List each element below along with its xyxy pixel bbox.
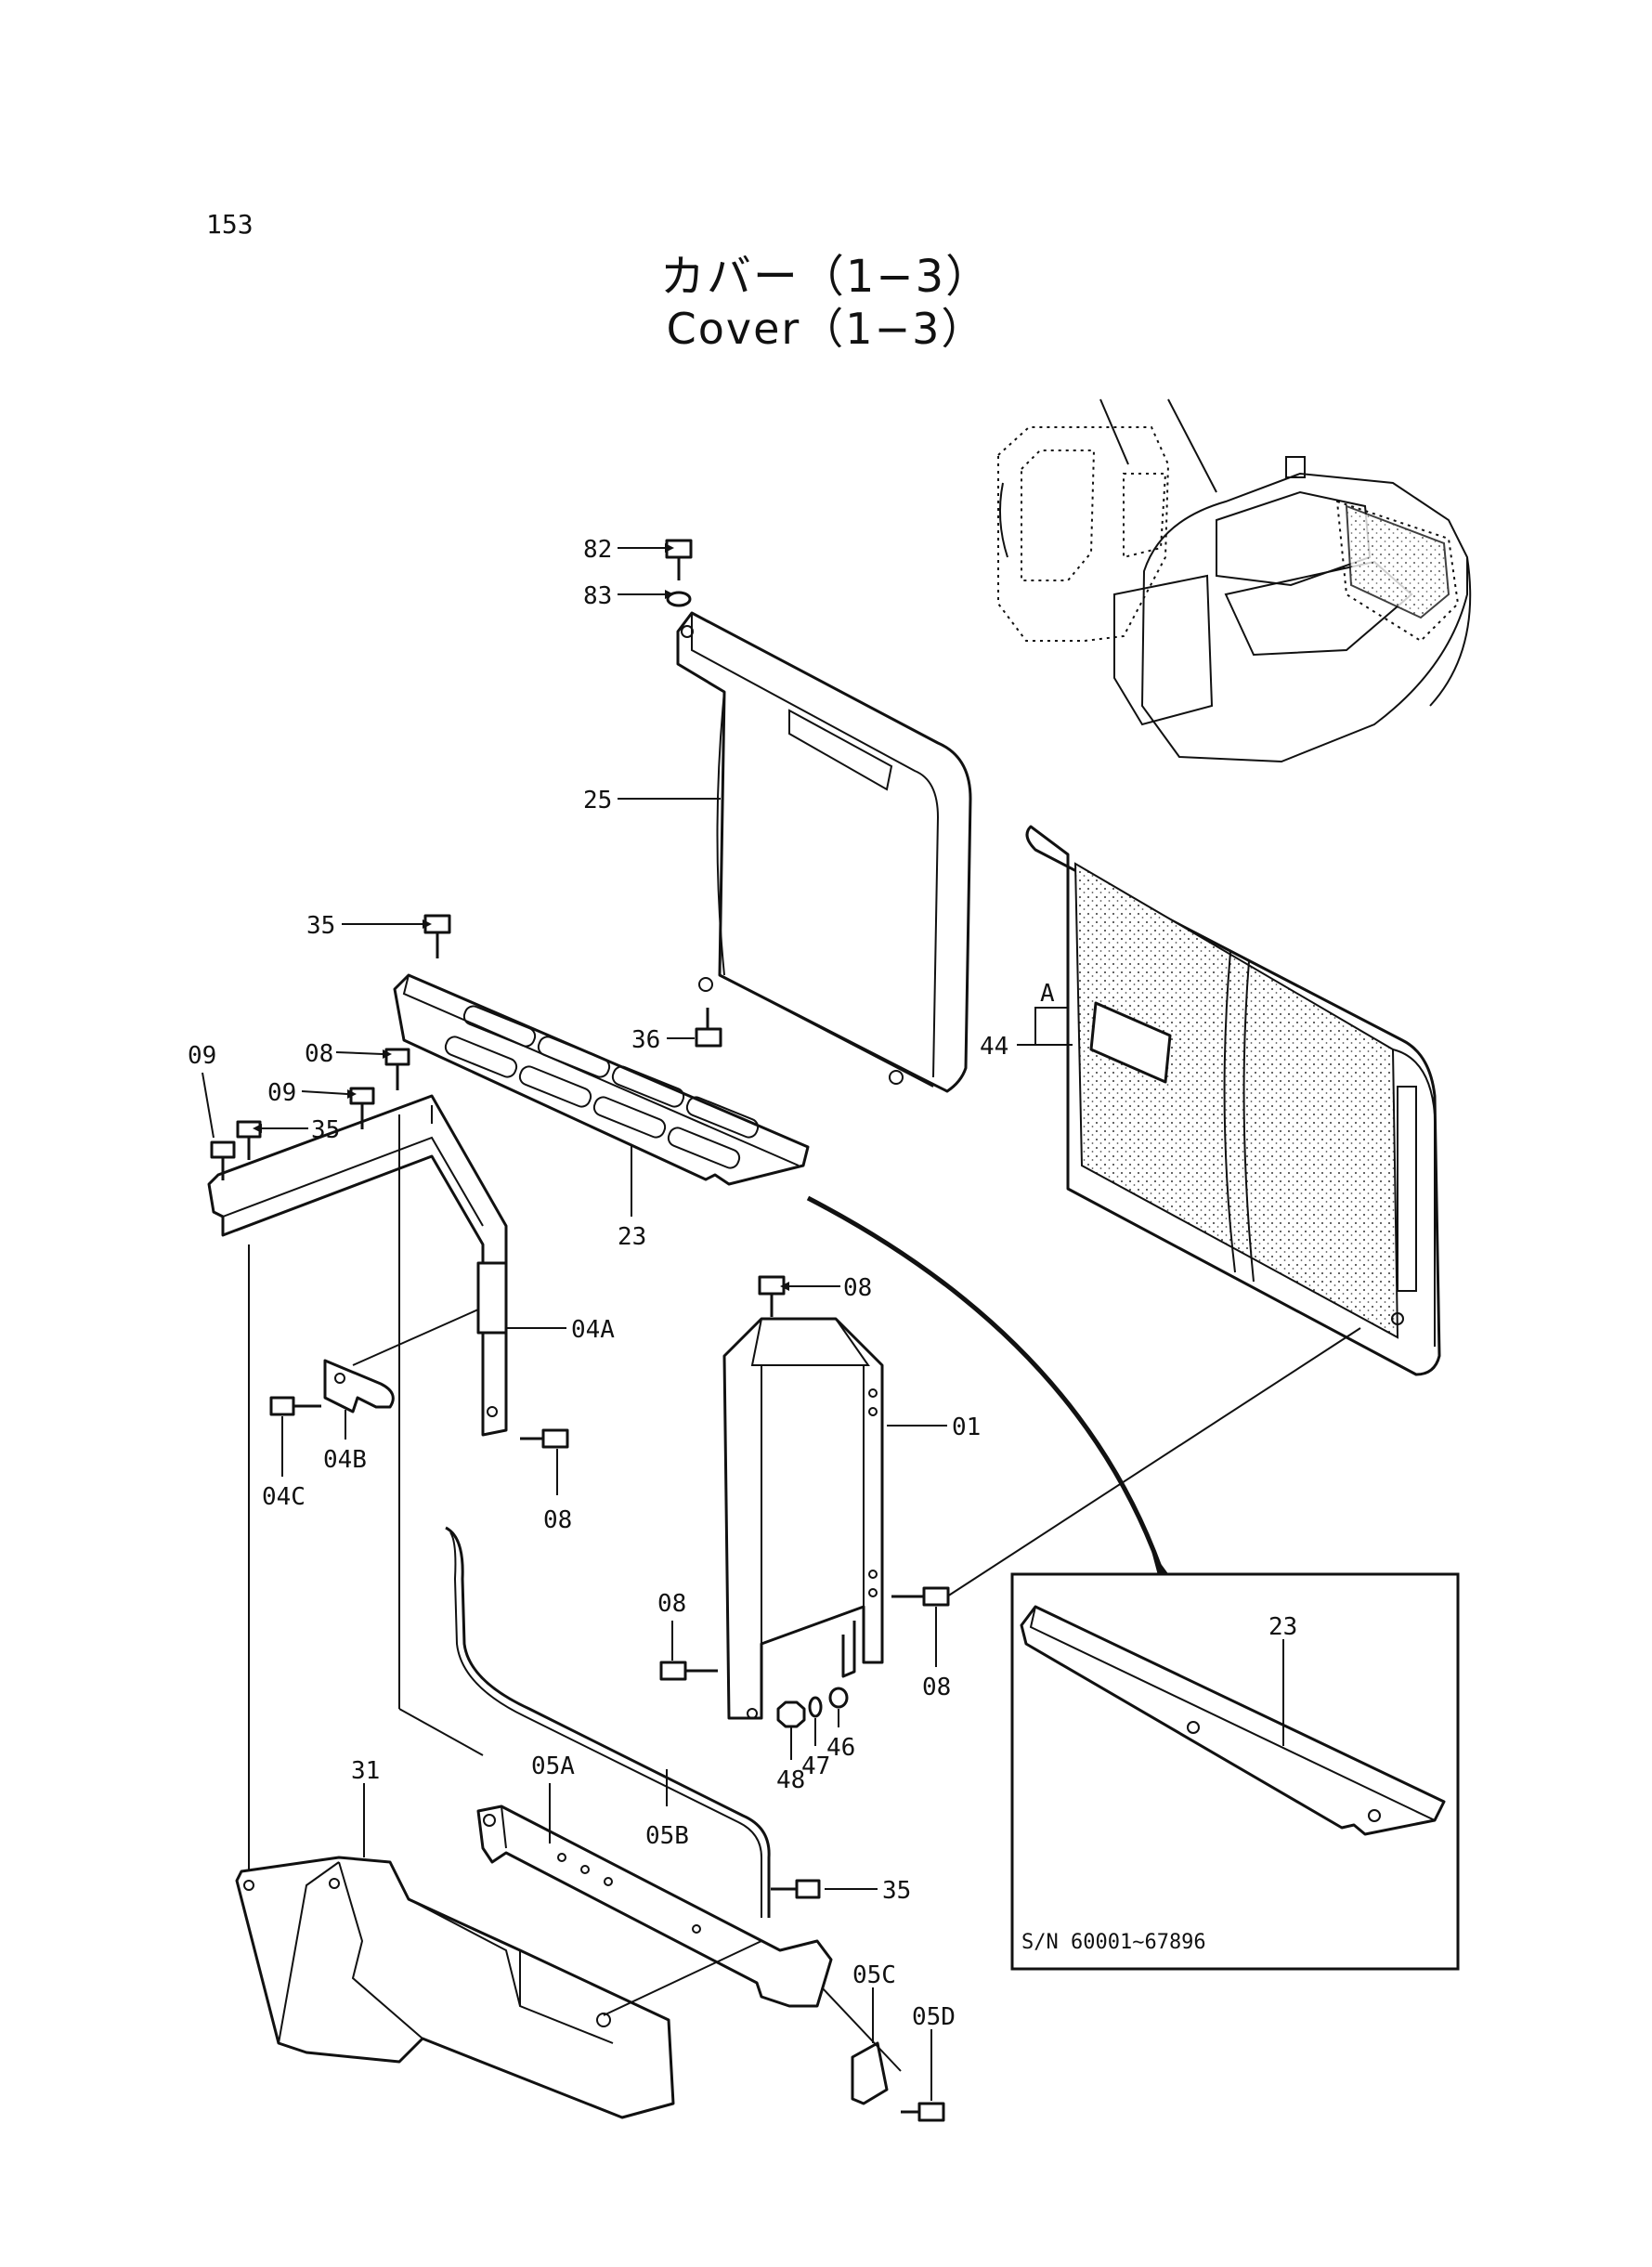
washer-46	[828, 1687, 849, 1709]
callout-35-lower: 35	[882, 1877, 911, 1905]
callout-08-lower: 08	[543, 1506, 572, 1534]
washer-47	[808, 1696, 823, 1718]
inset-pointer-head	[1151, 1551, 1172, 1579]
guide-line-frame-2	[398, 1708, 484, 1756]
bolt-04C	[269, 1396, 321, 1416]
part-04B-clip	[323, 1359, 395, 1414]
bolt-35-top	[423, 914, 451, 958]
guide-line-31	[603, 1940, 762, 2016]
part-31-duct	[235, 1856, 675, 2119]
callout-23: 23	[618, 1223, 646, 1251]
inset-pointer-arrow	[806, 1195, 1164, 1570]
callout-05B: 05B	[645, 1822, 689, 1850]
callout-83: 83	[583, 582, 612, 610]
part-23-plate	[393, 973, 810, 1186]
callout-46: 46	[826, 1734, 855, 1762]
callout-08-support-left: 08	[657, 1590, 686, 1618]
part-05B-rod	[445, 1526, 771, 1918]
bolt-08-top	[758, 1275, 786, 1317]
inset-callout-23: 23	[1268, 1613, 1297, 1641]
guide-line-44	[946, 1327, 1361, 1597]
page-number: 153	[206, 209, 254, 240]
callout-05A: 05A	[531, 1752, 575, 1780]
title-english: Cover（1−3）	[666, 304, 986, 354]
guide-line-05c	[821, 1987, 902, 2072]
callout-31: 31	[351, 1757, 380, 1785]
callout-08-support-right: 08	[922, 1674, 951, 1701]
title-japanese: カバー（1−3）	[659, 251, 993, 303]
callout-48: 48	[776, 1766, 805, 1794]
callout-47: 47	[801, 1752, 830, 1780]
bolt-08-side-left	[659, 1661, 718, 1681]
callout-05C: 05C	[852, 1961, 896, 1989]
washer-83	[666, 591, 692, 607]
bolt-36	[695, 1008, 722, 1048]
callout-35-top: 35	[306, 912, 335, 940]
bolt-08-lower	[520, 1428, 569, 1449]
bracket-strip	[841, 1621, 856, 1678]
guide-line-04b	[352, 1309, 479, 1366]
callout-82: 82	[583, 536, 612, 564]
bolt-08-side-right	[891, 1586, 950, 1607]
callout-25: 25	[583, 787, 612, 814]
callout-36: 36	[631, 1026, 660, 1054]
callout-44: 44	[980, 1033, 1008, 1061]
callout-09-mid: 09	[267, 1079, 296, 1107]
callout-09-left: 09	[188, 1042, 216, 1070]
callout-04A: 04A	[571, 1316, 615, 1344]
callout-01: 01	[952, 1414, 981, 1441]
part-05C-plate	[851, 2041, 889, 2105]
callout-35-left: 35	[311, 1116, 340, 1144]
bolt-35-lower	[771, 1879, 821, 1899]
callout-08-support-top: 08	[843, 1274, 872, 1302]
bolt-05D	[901, 2102, 945, 2122]
callout-04B: 04B	[323, 1446, 367, 1474]
callout-04C: 04C	[262, 1483, 306, 1511]
inset-box	[1010, 1572, 1460, 1971]
callout-08-upper: 08	[305, 1040, 333, 1068]
part-25-cover-panel	[676, 611, 972, 1093]
part-01-support	[722, 1317, 884, 1720]
inset-serial-range: S/N 60001∼67896	[1021, 1931, 1206, 1954]
callout-A: A	[1040, 980, 1055, 1008]
callout-05D: 05D	[912, 2003, 956, 2031]
part-04A-bracket	[207, 1094, 508, 1437]
excavator-overview	[997, 398, 1472, 763]
nut-48	[776, 1700, 806, 1728]
part-44-cover-assembly	[1025, 825, 1441, 1376]
part-05A-bracket	[476, 1804, 833, 2008]
bolt-cluster-top-left	[210, 1048, 410, 1180]
